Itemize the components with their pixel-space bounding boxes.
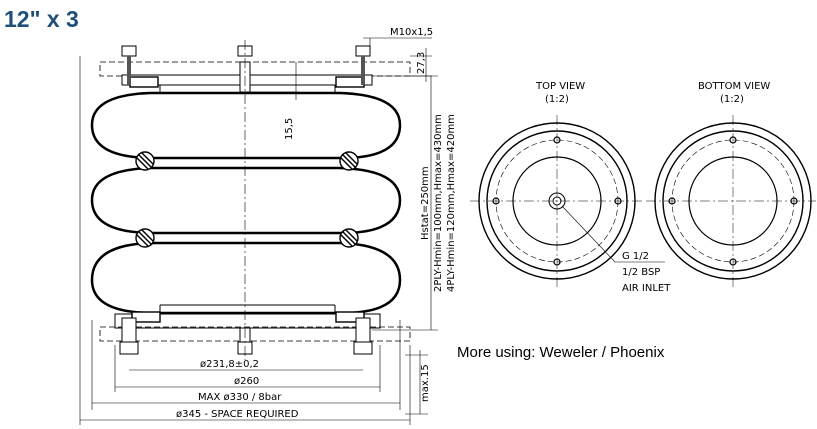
space-required-dimension: ø345 - SPACE REQUIRED (176, 409, 299, 420)
top-left-clamp (129, 76, 159, 88)
hstat-dimension: Hstat=250mm (420, 166, 431, 240)
bottom-left-clamp (131, 311, 161, 323)
bottom-right-clamp (335, 311, 365, 323)
bellows-convolution-1 (90, 91, 402, 160)
girdle-rings (135, 151, 359, 248)
bottom-view-bolt-holes (668, 136, 798, 266)
top-view-bolt-holes (492, 136, 622, 266)
bolt-circle-dimension: ø231,8±0,2 (200, 359, 259, 370)
ply4-dimension: 4PLY-Hmin=120mm,Hmax=420mm (446, 114, 457, 292)
top-view-scale: (1:2) (545, 94, 569, 105)
max-diameter-dimension: MAX ø330 / 8bar (198, 392, 282, 403)
max15-dimension: max.15 (420, 364, 431, 402)
bottom-view-title: BOTTOM VIEW (698, 81, 770, 92)
thread-dimension: M10x1,5 (390, 27, 433, 38)
product-title: 12" x 3 (4, 6, 79, 32)
bellows-convolution-2 (90, 166, 402, 235)
side-view (79, 37, 438, 425)
plate-diameter-dimension: ø260 (234, 376, 259, 387)
air-inlet-thread: G 1/2 (622, 251, 649, 262)
top-right-clamp (335, 76, 365, 88)
bellows-convolution-3 (90, 241, 402, 315)
ply2-dimension: 2PLY-Hmin=100mm,Hmax=430mm (433, 114, 444, 292)
top-view-title: TOP VIEW (535, 81, 585, 92)
bottom-plate-outline (99, 326, 411, 342)
air-inlet-bsp: 1/2 BSP (622, 267, 660, 278)
bottom-view-scale: (1:2) (720, 94, 744, 105)
inner-depth-dimension: 15,5 (284, 118, 295, 140)
bottom-view (646, 115, 816, 287)
top-view (470, 115, 665, 287)
plate-height-dimension: 27,3 (416, 52, 427, 74)
alternate-brands-note: More using: Weweler / Phoenix (457, 344, 665, 361)
air-inlet-label: AIR INLET (622, 283, 671, 294)
air-inlet-leader (561, 205, 665, 263)
